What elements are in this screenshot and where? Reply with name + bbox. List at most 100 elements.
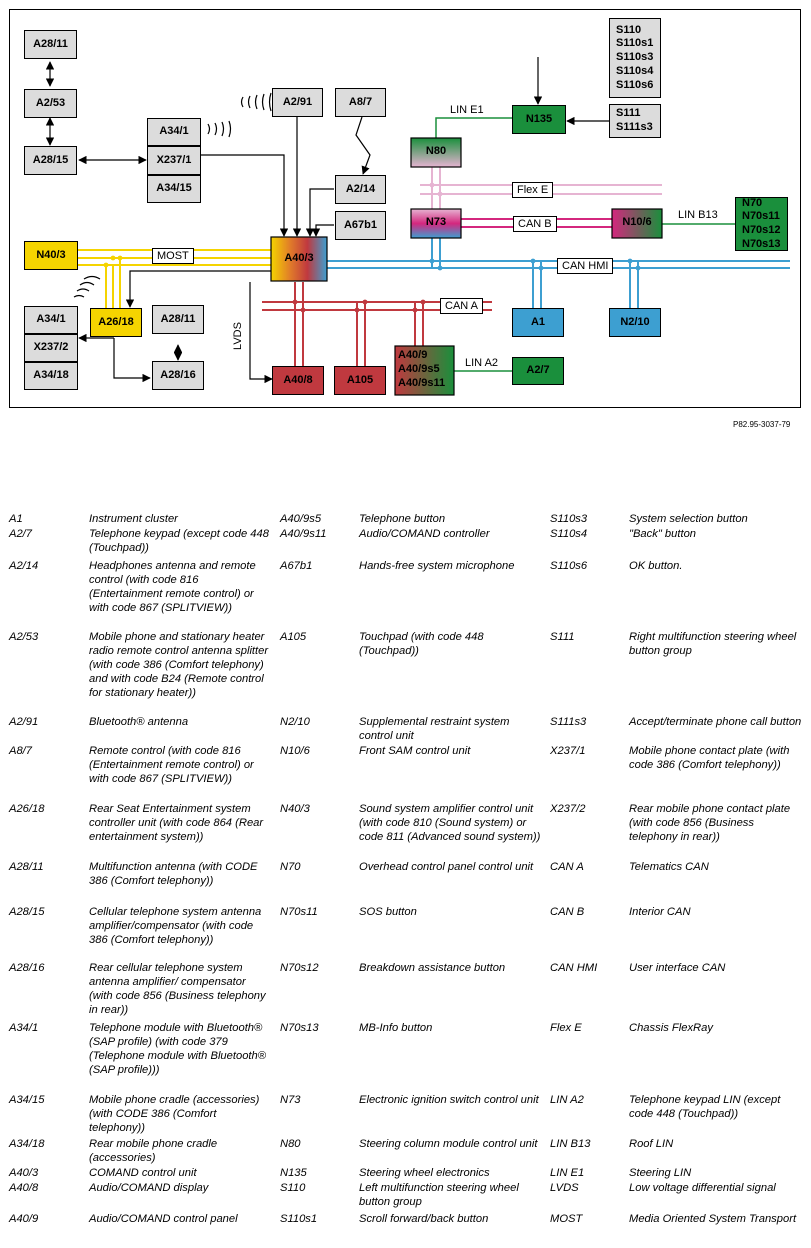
s111s3-label: S111s3: [616, 121, 653, 133]
most-label: MOST: [152, 248, 194, 264]
a40-9s5-label: A40/9s5: [398, 363, 440, 375]
legend-description: Right multifunction steering wheel butto…: [629, 631, 797, 657]
legend-code: S111s3: [550, 716, 587, 728]
a40-9-label: A40/9: [398, 349, 428, 361]
s110s4-label: S110s4: [616, 64, 654, 77]
legend-code: S110s3: [550, 513, 588, 525]
legend-description: Headphones antenna and remote control (w…: [89, 560, 256, 614]
legend-description: Interior CAN: [629, 906, 691, 918]
legend-code: A40/9: [9, 1213, 39, 1225]
lin-e1-label: LIN E1: [450, 104, 484, 116]
can-hmi-label: CAN HMI: [557, 258, 614, 274]
n10-6-label: N10/6: [622, 216, 652, 228]
legend-code: A67b1: [280, 560, 313, 572]
s110s1-label: S110s1: [616, 37, 654, 50]
legend-description: Hands-free system microphone: [359, 560, 515, 572]
s110-label: S110: [616, 23, 642, 36]
legend-description: Accept/terminate phone call button: [629, 716, 802, 728]
legend-code: A2/14: [9, 560, 39, 572]
legend-code: A28/15: [9, 906, 45, 918]
legend-description: System selection button: [629, 513, 748, 525]
legend-description: Mobile phone cradle (accessories) (with …: [89, 1094, 260, 1134]
a28-11-bottom-box: A28/11: [152, 305, 204, 334]
diagram-lines: [9, 9, 801, 408]
n73-label: N73: [425, 216, 447, 228]
a2-14-box: A2/14: [335, 175, 386, 204]
figure-reference: P82.95-3037-79: [733, 420, 791, 429]
legend-code: LIN E1: [550, 1167, 585, 1179]
a8-7-box: A8/7: [335, 88, 386, 117]
legend-description: Telephone keypad (except code 448 (Touch…: [89, 528, 269, 554]
legend-code: A2/91: [9, 716, 39, 728]
legend-code: A28/11: [9, 861, 44, 873]
a2-91-box: A2/91: [272, 88, 323, 117]
legend-code: CAN A: [550, 861, 584, 873]
legend-description: User interface CAN: [629, 962, 726, 974]
legend-description: Mobile phone and stationary heater radio…: [89, 631, 269, 699]
a1-box: A1: [512, 308, 564, 337]
legend-description: Mobile phone contact plate (with code 38…: [629, 745, 790, 771]
wireless-waves: [73, 92, 272, 298]
a34-15-box: A34/15: [147, 175, 201, 203]
legend-code: CAN HMI: [550, 962, 598, 974]
n2-10-box: N2/10: [609, 308, 661, 337]
a40-3-gradient: [270, 236, 328, 282]
legend-description: "Back" button: [629, 528, 697, 540]
n80-label: N80: [425, 145, 447, 157]
legend-description: Telematics CAN: [629, 861, 709, 873]
legend-description: Overhead control panel control unit: [359, 861, 534, 873]
legend-code: A40/9s11: [280, 528, 327, 540]
legend-description: Rear mobile phone contact plate (with co…: [629, 803, 791, 843]
legend-code: S110s4: [550, 528, 588, 540]
a28-15-box: A28/15: [24, 146, 77, 175]
legend-description: Left multifunction steering wheel button…: [359, 1182, 519, 1208]
a34-18-box: A34/18: [24, 362, 78, 390]
legend-description: Low voltage differential signal: [629, 1182, 776, 1194]
legend-code: A105: [280, 631, 307, 643]
legend-description: OK button.: [629, 560, 683, 572]
legend-code: N135: [280, 1167, 307, 1179]
a2-7-box: A2/7: [512, 357, 564, 385]
lin-lines: [435, 117, 735, 372]
legend-code: MOST: [550, 1213, 583, 1225]
can-b-label: CAN B: [513, 216, 557, 232]
a28-16-box: A28/16: [152, 361, 204, 390]
junction-dots: [103, 182, 641, 313]
legend-code: N73: [280, 1094, 301, 1106]
legend-description: Audio/COMAND display: [89, 1182, 209, 1194]
legend-code: A8/7: [9, 745, 33, 757]
legend-description: Breakdown assistance button: [359, 962, 506, 974]
wiring-diagram: A28/11 A2/53 A28/15 A34/1 X237/1 A34/15 …: [0, 0, 811, 440]
s110s6-label: S110s6: [616, 78, 654, 91]
s111-label: S111: [616, 107, 641, 120]
legend-code: N70: [280, 861, 301, 873]
legend-description: Chassis FlexRay: [629, 1022, 713, 1034]
legend-description: Steering wheel electronics: [359, 1167, 490, 1179]
legend-description: Electronic ignition switch control unit: [359, 1094, 539, 1106]
legend-code: LVDS: [550, 1182, 579, 1194]
legend-code: N70s13: [280, 1022, 319, 1034]
legend-code: A40/8: [9, 1182, 39, 1194]
legend-code: S111: [550, 631, 575, 643]
s110s3-label: S110s3: [616, 51, 654, 64]
legend-description: Steering column module control unit: [359, 1138, 538, 1150]
legend-description: Rear Seat Entertainment system controlle…: [89, 803, 264, 843]
legend-code: A2/7: [9, 528, 33, 540]
legend-description: Scroll forward/back button: [359, 1213, 489, 1225]
n40-3-box: N40/3: [24, 241, 78, 270]
n70-group-box: N70 N70s11 N70s12 N70s13: [735, 197, 788, 251]
legend-code: CAN B: [550, 906, 585, 918]
n73-gradient: [410, 208, 462, 239]
legend-code: Flex E: [550, 1022, 582, 1034]
a34-1-top-box: A34/1: [147, 118, 201, 146]
legend-description: COMAND control unit: [89, 1167, 197, 1179]
legend-description: Bluetooth® antenna: [89, 716, 189, 728]
legend-code: N40/3: [280, 803, 310, 815]
s111-group-box: S111 S111s3: [609, 104, 661, 138]
a28-11-top-box: A28/11: [24, 30, 77, 59]
legend-code: N10/6: [280, 745, 310, 757]
legend-description: Media Oriented System Transport: [629, 1213, 797, 1225]
legend-description: SOS button: [359, 906, 417, 918]
a2-53-box: A2/53: [24, 89, 77, 118]
x237-1-box: X237/1: [147, 146, 201, 175]
